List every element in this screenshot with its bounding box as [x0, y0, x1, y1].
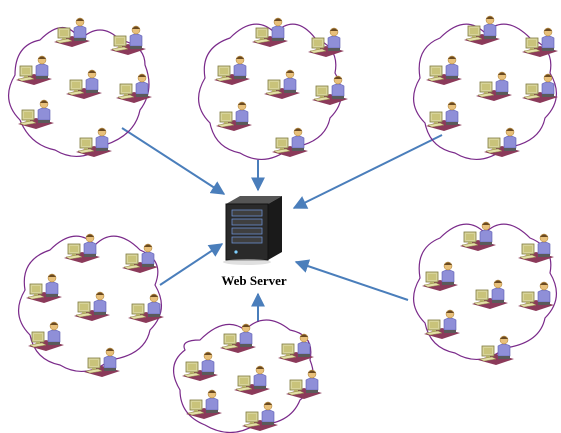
workstation [76, 128, 112, 157]
network-ring [413, 23, 557, 160]
workstation [478, 336, 514, 365]
workstation [64, 234, 100, 263]
workstation [308, 28, 344, 57]
arrow-bottom-right [294, 259, 409, 301]
workstation [252, 18, 288, 47]
workstation [424, 310, 460, 339]
workstation [16, 56, 52, 85]
workstation [426, 56, 462, 85]
arrow-top-left [121, 127, 226, 195]
workstation [84, 348, 120, 377]
workstation [74, 292, 110, 321]
network-ring [198, 23, 342, 160]
network-ring [18, 235, 162, 372]
workstation [128, 294, 164, 323]
web-server: Web Server [221, 196, 287, 288]
workstation [242, 402, 278, 431]
workstation [422, 262, 458, 291]
server-tower-icon [223, 196, 282, 265]
workstation [214, 56, 250, 85]
workstation [522, 28, 558, 57]
network-ring [413, 223, 557, 360]
workstation [220, 324, 256, 353]
network-ring [173, 319, 314, 433]
workstation [460, 222, 496, 251]
workstation [18, 100, 54, 129]
cluster-top-center [198, 18, 348, 160]
workstation [28, 322, 64, 351]
workstation [518, 282, 554, 311]
workstation [426, 102, 462, 131]
workstation [278, 334, 314, 363]
connection-arrows [121, 127, 443, 322]
server-label: Web Server [221, 273, 287, 288]
arrow-top-right [292, 134, 443, 209]
cluster-top-right [413, 16, 558, 160]
workstation [116, 74, 152, 103]
network-ring [8, 26, 150, 157]
workstation [472, 280, 508, 309]
workstation [234, 366, 270, 395]
workstation [66, 70, 102, 99]
workstation [312, 76, 348, 105]
workstation [182, 352, 218, 381]
workstation [286, 370, 322, 399]
workstation [484, 128, 520, 157]
workstation [216, 102, 252, 131]
cluster-bottom-left [18, 234, 164, 377]
workstation [122, 244, 158, 273]
workstation [518, 234, 554, 263]
workstation [264, 70, 300, 99]
workstation [272, 128, 308, 157]
workstation [476, 72, 512, 101]
workstation [26, 274, 62, 303]
arrow-bottom-left [159, 243, 224, 286]
cluster-bottom-right [413, 222, 557, 365]
workstation [186, 390, 222, 419]
cluster-bottom-center [173, 319, 322, 433]
cluster-top-left [8, 18, 152, 157]
workstation [110, 26, 146, 55]
workstation [54, 18, 90, 47]
